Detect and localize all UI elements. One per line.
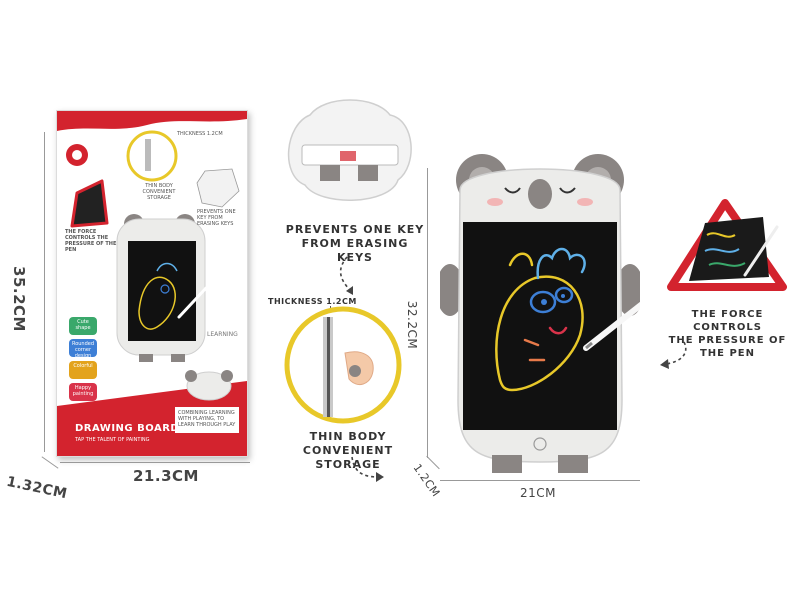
board-height-line (427, 168, 428, 458)
box-depth-label: 1.32CM (5, 473, 69, 503)
feature-badge: Cute shape (69, 317, 97, 335)
box-product-title: DRAWING BOARD (75, 423, 180, 434)
erase-button (533, 437, 547, 451)
erase-caption-line: FROM ERASING KEYS (301, 237, 409, 264)
box-storage-label: THIN BODY CONVENIENT STORAGE (142, 183, 176, 201)
board-height-label: 32.2CM (405, 300, 420, 350)
box-thickness-label: THICKNESS 1.2CM (177, 131, 223, 137)
curved-arrow-icon (660, 341, 687, 369)
force-caption-line: THE PRESSURE OF (668, 335, 787, 346)
feature-badge: Rounded corner design (69, 339, 97, 359)
box-height-label: 35.2CM (9, 266, 28, 332)
force-caption: THE FORCE CONTROLS THE PRESSURE OF THE P… (660, 308, 795, 360)
box-slogan: COMBINING LEARNING WITH PLAYING, TO LEAR… (178, 410, 236, 428)
force-closeup (667, 199, 787, 291)
storage-caption-line: CONVENIENT STORAGE (302, 444, 394, 471)
thickness-label: THICKNESS 1.2CM (268, 297, 357, 306)
rainbow-carrot-drawing (495, 247, 586, 392)
box-width-label: 21.3CM (133, 467, 199, 485)
board-depth-line (426, 455, 440, 470)
board-width-line (440, 480, 640, 481)
feature-badge: Colorful (69, 361, 97, 379)
box-product-subtitle: TAP THE TALENT OF PAINTING (75, 437, 150, 443)
product-box: THICKNESS 1.2CM THIN BODY CONVENIENT STO… (56, 110, 248, 457)
box-height-line (44, 132, 45, 452)
storage-caption: THIN BODY CONVENIENT STORAGE (268, 430, 428, 472)
erase-key-closeup (287, 99, 412, 201)
box-depth-line (41, 456, 59, 469)
box-learning-label: LEARNING (207, 331, 238, 338)
force-caption-line: THE FORCE CONTROLS (691, 309, 764, 333)
box-force-label: THE FORCE CONTROLS THE PRESSURE OF THE P… (65, 229, 117, 253)
thin-body-closeup (284, 306, 402, 424)
board-width-label: 21CM (520, 486, 557, 500)
curved-arrow-icon (351, 456, 384, 482)
stylus-pen (583, 301, 640, 351)
box-width-line (60, 462, 250, 463)
koala-drawing-board (440, 154, 640, 473)
box-art (57, 111, 247, 456)
erase-caption: PREVENTS ONE KEY FROM ERASING KEYS (285, 223, 425, 265)
storage-caption-line: THIN BODY (309, 430, 387, 443)
erase-caption-line: PREVENTS ONE KEY (285, 223, 425, 236)
box-erase-label: PREVENTS ONE KEY FROM ERASING KEYS (197, 209, 236, 227)
curved-arrow-icon (339, 256, 353, 295)
feature-badge: Happy painting (69, 383, 97, 401)
force-caption-line: THE PEN (699, 348, 756, 359)
